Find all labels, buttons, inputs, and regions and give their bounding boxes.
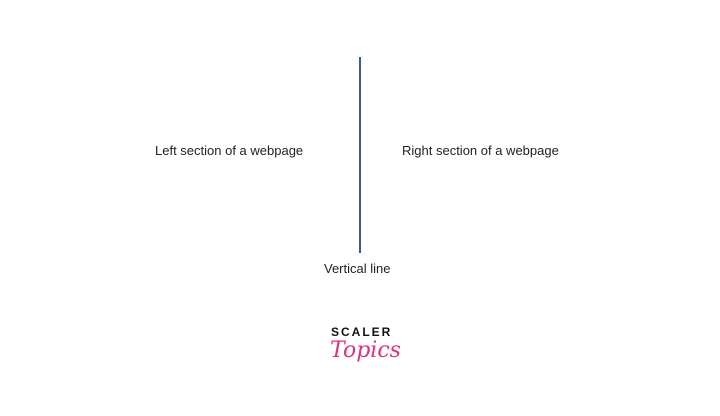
vertical-line	[359, 57, 361, 253]
left-section-label: Left section of a webpage	[155, 143, 304, 158]
vertical-line-label: Vertical line	[324, 261, 391, 276]
logo-scaler: SCALER	[331, 325, 393, 339]
logo-topics: Topics	[330, 338, 401, 363]
right-section-label: Right section of a webpage	[402, 143, 559, 158]
